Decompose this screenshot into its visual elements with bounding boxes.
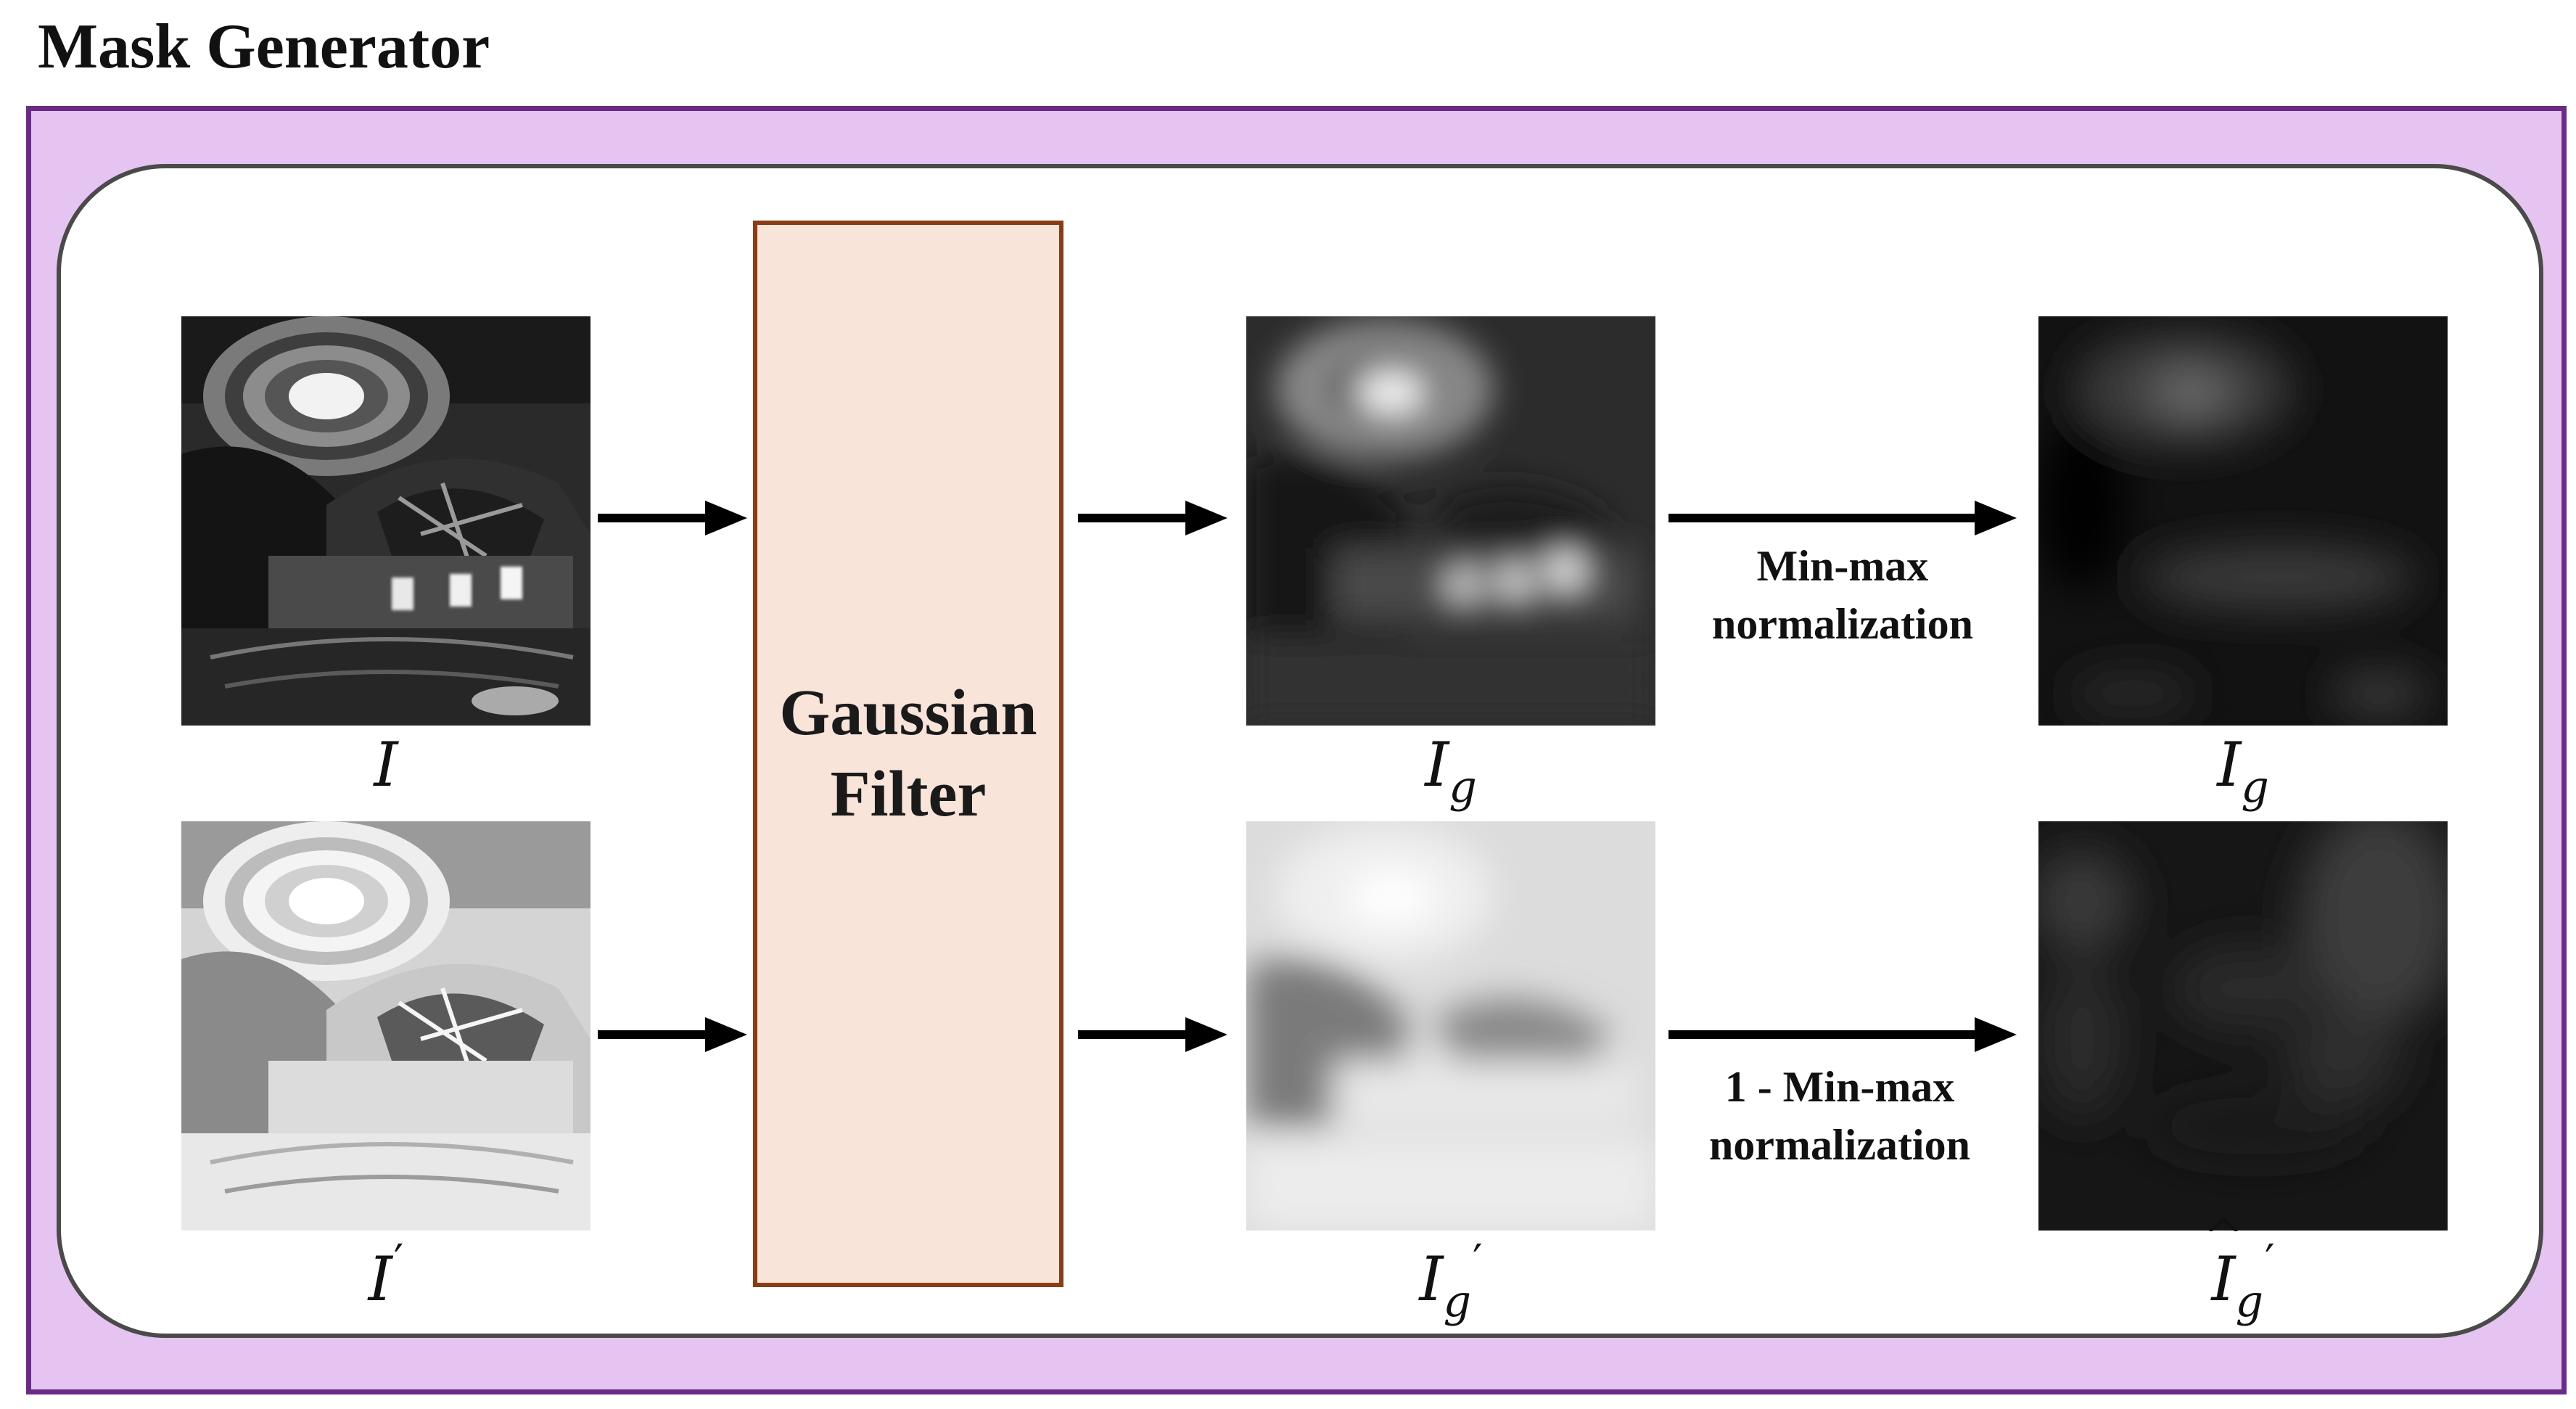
blurred-image [1246,316,1655,726]
label-input: I [374,729,398,800]
inverse-min-max-caption-line2: normalization [1709,1121,1970,1169]
diagram-title: Mask Generator [38,12,490,82]
blurred-image-prime [1246,821,1655,1231]
min-max-caption-line1: Min-max [1756,542,1929,590]
label-normalized: Ig [2134,734,2352,809]
arrow-input-prime-to-filter [598,1017,747,1052]
normalized-image [2038,316,2448,726]
gaussian-filter-box: Gaussian Filter [753,221,1063,1287]
arrow-inverse-min-max [1668,1017,2017,1052]
label-input-prime: I′ [368,1236,404,1315]
inverse-min-max-caption: 1 - Min-max normalization [1651,1058,2028,1174]
arrow-filter-to-blurred [1078,501,1227,535]
min-max-caption-line2: normalization [1712,600,1973,648]
arrow-filter-to-blurred-prime [1078,1017,1227,1052]
min-max-caption: Min-max normalization [1654,537,2031,653]
normalized-image-prime [2038,821,2448,1231]
gaussian-filter-label-line2: Filter [830,758,987,830]
label-normalized-prime: Ig′ [2134,1239,2352,1323]
inverse-min-max-caption-line1: 1 - Min-max [1724,1063,1955,1111]
arrow-min-max [1668,501,2017,535]
label-blurred: Ig [1425,729,1477,813]
arrow-input-to-filter [598,501,747,535]
input-image [181,316,590,726]
label-blurred-prime: Ig′ [1419,1236,1483,1327]
input-image-prime [181,821,590,1231]
gaussian-filter-label-line1: Gaussian [779,677,1037,749]
